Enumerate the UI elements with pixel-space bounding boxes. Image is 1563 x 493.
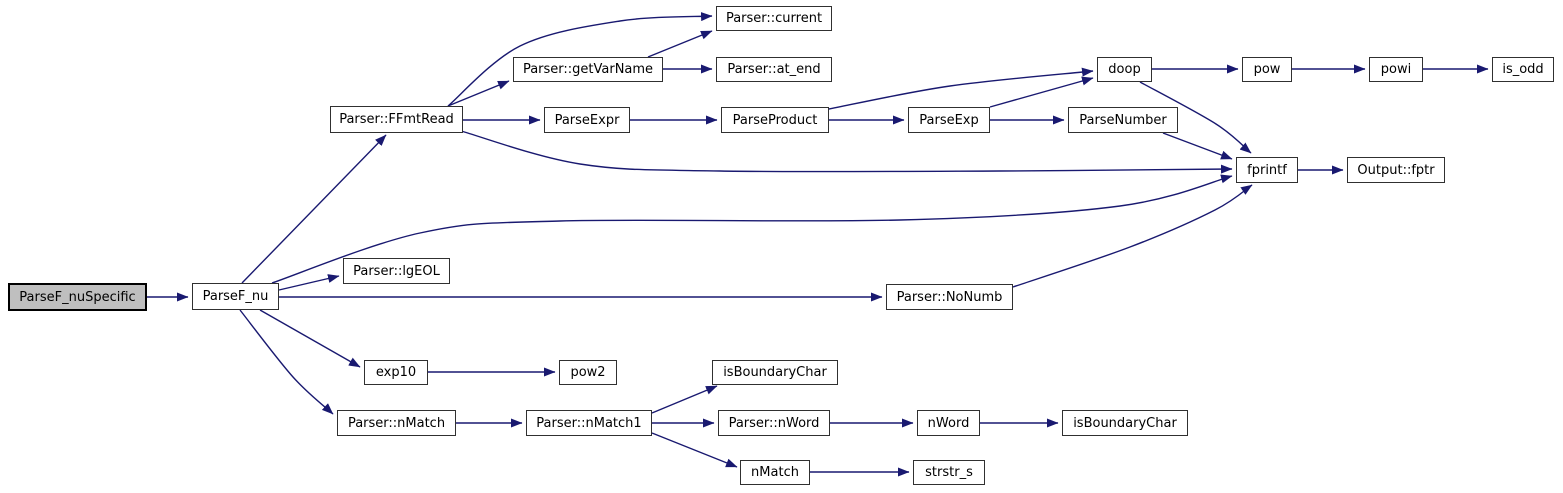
edge-ffmtread-current: [447, 12, 713, 107]
node-pow[interactable]: pow: [1242, 57, 1292, 82]
edge-ffmtread-getvarname: [447, 80, 510, 107]
node-output_fptr[interactable]: Output::fptr: [1347, 157, 1445, 183]
node-ffmtread[interactable]: Parser::FFmtRead: [330, 106, 463, 133]
edge-parsef_nu-exp10: [259, 309, 361, 368]
node-at_end[interactable]: Parser::at_end: [716, 57, 832, 82]
node-is_odd[interactable]: is_odd: [1492, 57, 1554, 82]
node-powi[interactable]: powi: [1369, 57, 1423, 82]
edge-ffmtread-fprintf: [460, 130, 1233, 174]
node-current[interactable]: Parser::current: [716, 6, 832, 31]
node-parseexp[interactable]: ParseExp: [908, 107, 990, 133]
edges-group: [147, 12, 1489, 477]
node-parseexpr[interactable]: ParseExpr: [544, 107, 630, 133]
node-isboundarychar2[interactable]: isBoundaryChar: [1062, 410, 1188, 436]
node-fprintf[interactable]: fprintf: [1236, 157, 1298, 183]
node-parseproduct[interactable]: ParseProduct: [721, 107, 829, 133]
edge-doop-fprintf: [1139, 81, 1252, 154]
edge-getvarname-current: [647, 30, 713, 58]
node-parsef_nuspecific: ParseF_nuSpecific: [8, 283, 147, 311]
edge-parseproduct-doop: [828, 67, 1094, 110]
node-pow2[interactable]: pow2: [559, 360, 617, 385]
node-parsef_nu[interactable]: ParseF_nu: [192, 283, 279, 310]
node-nword_method[interactable]: Parser::nWord: [718, 410, 830, 436]
node-nmatch_method[interactable]: Parser::nMatch: [337, 410, 456, 436]
edge-nmatch1-isboundarychar1: [651, 385, 718, 414]
edge-parsenumber-fprintf: [1162, 132, 1233, 160]
node-isboundarychar1[interactable]: isBoundaryChar: [712, 360, 838, 385]
node-nmatch1[interactable]: Parser::nMatch1: [526, 410, 652, 436]
node-strstr_s[interactable]: strstr_s: [913, 460, 985, 485]
node-lgeol[interactable]: Parser::lgEOL: [343, 258, 450, 284]
edge-parseexp-doop: [989, 76, 1094, 108]
edge-parsef_nu-lgeol: [278, 274, 340, 291]
node-nword[interactable]: nWord: [917, 410, 980, 436]
node-exp10[interactable]: exp10: [364, 360, 428, 385]
node-parsenumber[interactable]: ParseNumber: [1068, 107, 1178, 133]
node-doop[interactable]: doop: [1097, 57, 1152, 82]
edge-parsef_nu-fprintf: [271, 174, 1233, 284]
edge-nmatch1-nmatch_func: [651, 432, 738, 468]
edge-nonumb-fprintf: [1012, 184, 1253, 288]
node-getvarname[interactable]: Parser::getVarName: [513, 57, 663, 82]
node-nmatch_func[interactable]: nMatch: [740, 460, 810, 485]
edge-parsef_nu-nmatch_method: [239, 309, 334, 415]
node-nonumb[interactable]: Parser::NoNumb: [886, 284, 1013, 310]
edge-parsef_nu-ffmtread: [241, 134, 387, 284]
